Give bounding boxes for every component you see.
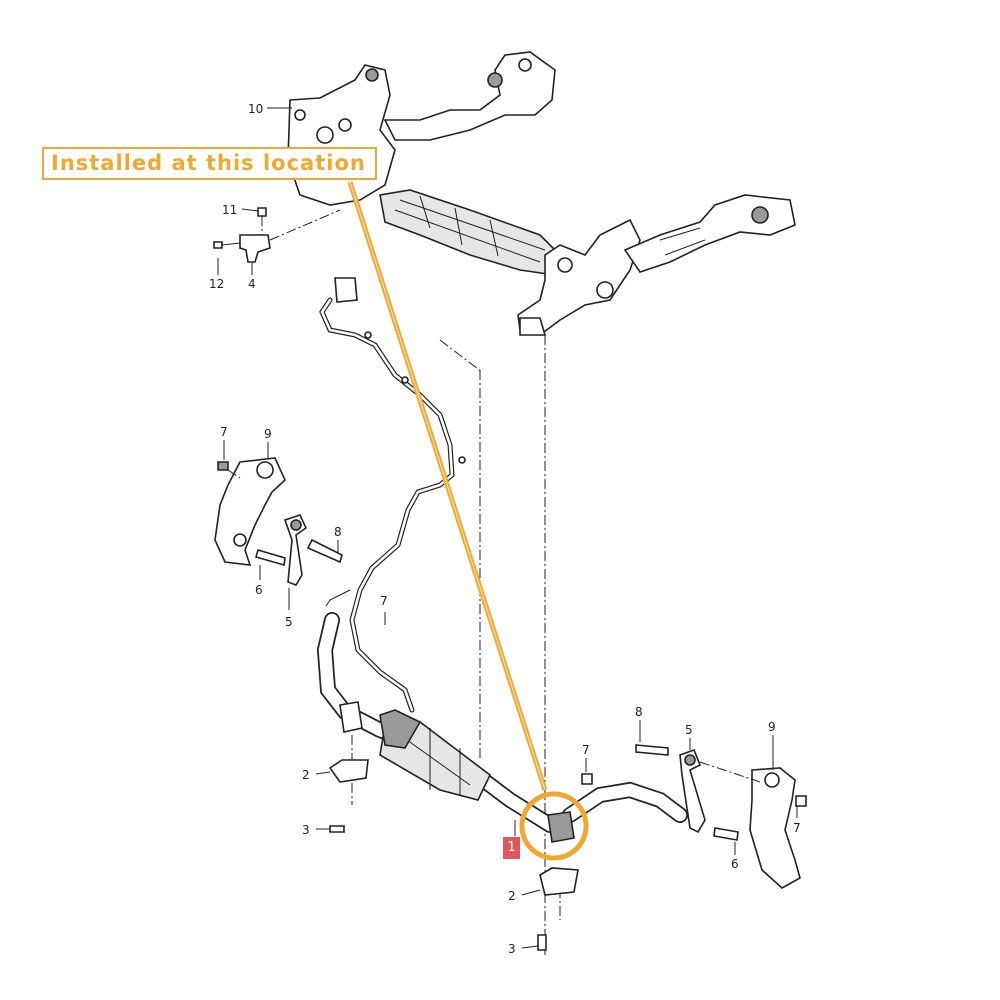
label-6-left: 6 <box>255 583 263 597</box>
label-9-right: 9 <box>768 720 776 734</box>
label-5-left: 5 <box>285 615 293 629</box>
right-link-group <box>581 744 807 889</box>
callout-label: Installed at this location <box>42 147 377 180</box>
label-8-left: 8 <box>334 525 342 539</box>
part-labels: 10 11 12 4 7 9 8 6 5 7 2 3 8 5 9 7 7 6 2… <box>209 102 801 956</box>
label-7-left: 7 <box>220 425 228 439</box>
label-12: 12 <box>209 277 224 291</box>
wire-harness <box>319 277 466 713</box>
label-9-left: 9 <box>264 427 272 441</box>
centerlines <box>351 335 561 955</box>
subframe <box>287 51 796 336</box>
part-1-tag: 1 <box>503 837 520 859</box>
leader-lines <box>217 107 798 949</box>
label-8-right: 8 <box>635 705 643 719</box>
clamps <box>328 759 579 951</box>
label-2-left: 2 <box>302 768 310 782</box>
label-7-right-upper: 7 <box>582 743 590 757</box>
left-link-group <box>214 457 343 586</box>
label-10: 10 <box>248 102 263 116</box>
label-2-right: 2 <box>508 889 516 903</box>
label-3-left: 3 <box>302 823 310 837</box>
label-3-right: 3 <box>508 942 516 956</box>
label-6-right: 6 <box>731 857 739 871</box>
stabilizer-bar <box>316 612 688 843</box>
callout-pointer <box>347 181 589 861</box>
bracket-4 <box>213 207 341 263</box>
label-7-mid: 7 <box>380 594 388 608</box>
label-4: 4 <box>248 277 256 291</box>
label-7-right: 7 <box>793 821 801 835</box>
highlight-circle <box>519 791 589 861</box>
label-5-right: 5 <box>685 723 693 737</box>
label-11: 11 <box>222 203 237 217</box>
